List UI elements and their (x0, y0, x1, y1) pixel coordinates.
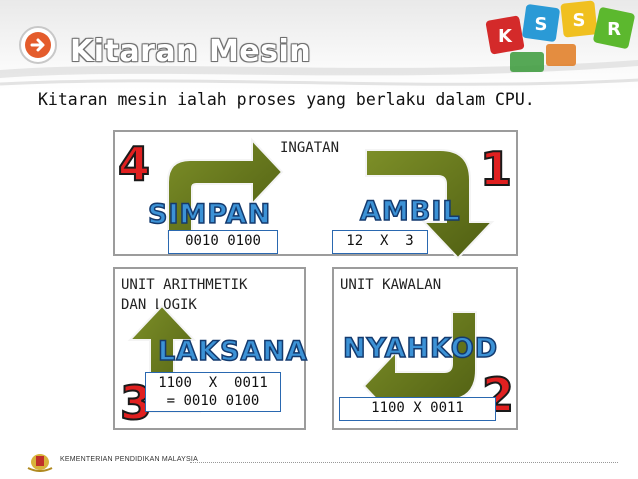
cube-letter: S (535, 14, 548, 35)
cube-letter: R (607, 19, 621, 40)
value-ambil: 12 X 3 (332, 230, 428, 254)
cube-letter: S (573, 10, 586, 31)
intro-text: Kitaran mesin ialah proses yang berlaku … (38, 90, 535, 109)
stage-ambil: AMBIL (359, 195, 461, 228)
step-number-4: 4 (117, 136, 151, 192)
kssr-logo: K S S R (485, 0, 635, 72)
page-title: Kitaran Mesin (70, 34, 312, 69)
footer-text: KEMENTERIAN PENDIDIKAN MALAYSIA (60, 456, 198, 463)
cube-letter: K (498, 26, 513, 47)
label-alu-line1: UNIT ARITHMETIK (121, 277, 248, 293)
value-laksana-line2: = 0010 0100 (166, 393, 260, 409)
label-ingatan: INGATAN (280, 140, 340, 156)
step-number-1: 1 (479, 141, 513, 197)
arrow-ambil-icon (365, 149, 495, 260)
stage-simpan: SIMPAN (147, 198, 272, 231)
footer-divider (190, 462, 618, 463)
label-kawalan: UNIT KAWALAN (340, 277, 442, 293)
cube-s2: S (560, 0, 598, 38)
stage-laksana: LAKSANA (157, 335, 308, 368)
cube-s1: S (522, 4, 560, 42)
value-nyahkod: 1100 X 0011 (339, 397, 496, 421)
nav-arrow-button[interactable] (18, 25, 58, 65)
arrow-right-icon (30, 38, 45, 52)
cube-r: R (593, 7, 635, 49)
arrow-simpan-icon (167, 137, 284, 239)
label-alu-line2: DAN LOGIK (121, 297, 197, 313)
cube-k: K (485, 15, 525, 55)
stage-nyahkod: NYAHKOD (342, 332, 499, 365)
crest-icon (27, 454, 53, 472)
value-laksana-line1: 1100 X 0011 (158, 375, 268, 391)
value-simpan: 0010 0100 (168, 230, 278, 254)
value-laksana: 1100 X 0011 = 0010 0100 (145, 372, 281, 412)
header-swoosh (0, 60, 638, 86)
